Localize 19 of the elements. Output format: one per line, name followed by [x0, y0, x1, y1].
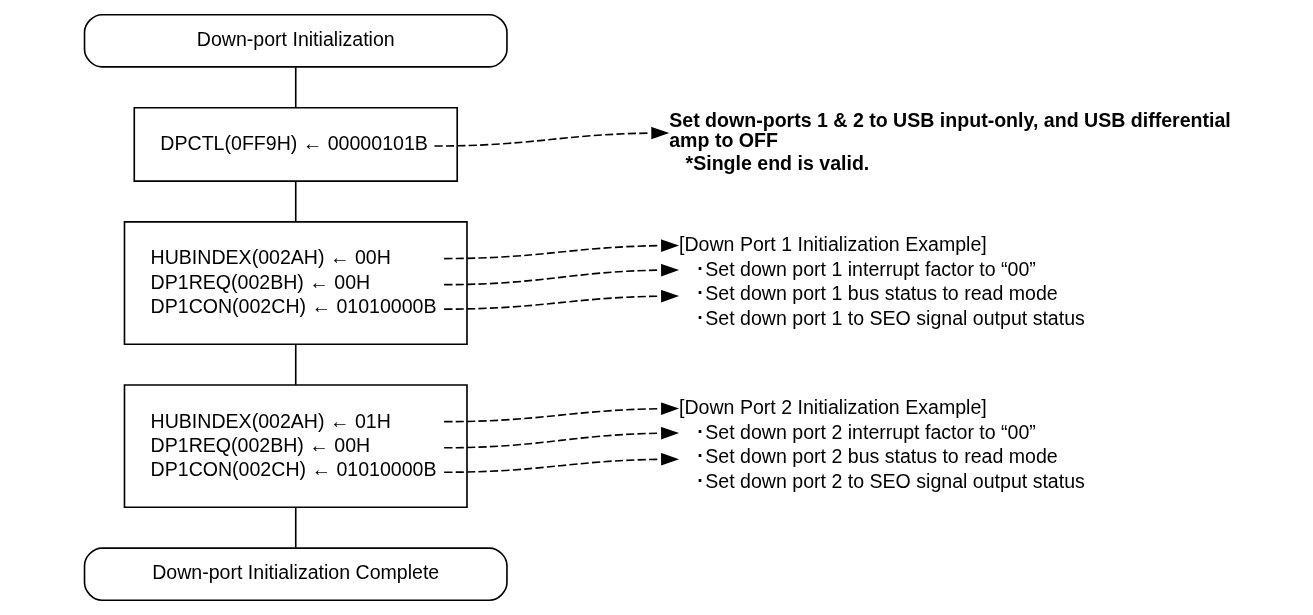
arrow — [442, 453, 679, 474]
arrow — [442, 239, 679, 260]
node-text: Set down-ports 1 & 2 to USB input-only, and USB differential amp to OFF *Single end is valid. — [668, 109, 1231, 174]
node-box: HUBINDEX(002AH) ← 00H DP1REQ(002BH) ← 00H DP1CON(002CH) ← 01010000B — [123, 221, 468, 345]
node-box: Down-port Initialization — [83, 13, 508, 68]
connector — [294, 66, 297, 109]
arrow — [442, 402, 679, 423]
node-text: [Down Port 1 Initialization Example] ･Set down port 1 interrupt factor to “00” ･Set down port 1 bus status to read mode ･Set down port 1 to SEO signal output status — [678, 233, 1085, 329]
node-box: Down-port Initialization Complete — [83, 547, 508, 602]
arrow — [442, 289, 679, 310]
connector — [294, 343, 297, 386]
node-box: DPCTL(0FF9H) ← 00000101B — [132, 106, 458, 182]
arrow — [433, 126, 669, 147]
arrow — [442, 426, 679, 449]
connector — [294, 180, 297, 223]
node-box: HUBINDEX(002AH) ← 01H DP1REQ(002BH) ← 00H DP1CON(002CH) ← 01010000B — [123, 384, 468, 509]
node-text: [Down Port 2 Initialization Example] ･Set down port 2 interrupt factor to “00” ･Set down port 2 bus status to read mode ･Set down port 2 to SEO signal output status — [678, 396, 1085, 492]
arrow — [442, 263, 679, 286]
connector — [294, 507, 297, 549]
